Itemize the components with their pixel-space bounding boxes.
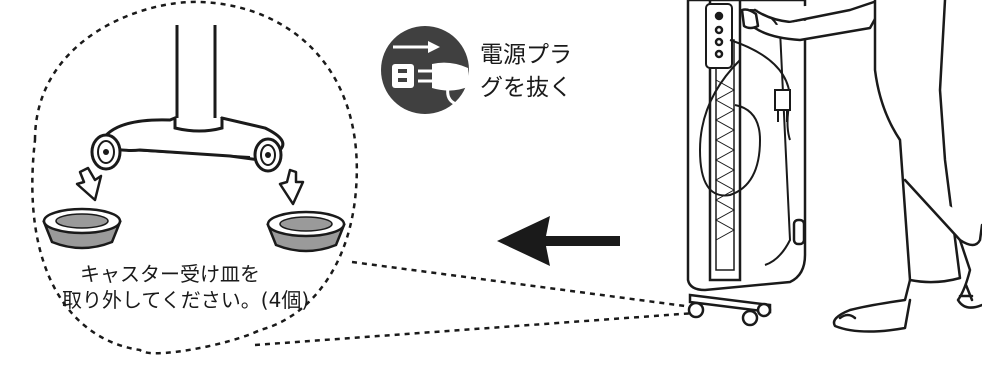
caster-instruction-line1: キャスター受け皿を bbox=[80, 262, 260, 286]
caster-wheel-left bbox=[90, 133, 122, 171]
unplug-power-plug-icon bbox=[381, 26, 470, 114]
caster-cup-icon bbox=[266, 210, 346, 253]
person-figure bbox=[740, 0, 982, 333]
magnify-dashed-circle bbox=[31, 0, 358, 355]
left-arrow-icon bbox=[497, 216, 620, 266]
down-arrow-icon bbox=[75, 166, 103, 202]
caster-base bbox=[98, 116, 285, 162]
leader-line-bottom bbox=[254, 311, 696, 347]
unplug-label-line2: グを抜く bbox=[480, 75, 572, 101]
frame-pole bbox=[175, 25, 217, 125]
caster-cup-icon bbox=[42, 207, 122, 250]
folded-bed-frame bbox=[686, 0, 807, 327]
caster-wheel-right bbox=[253, 137, 283, 173]
leader-line-top bbox=[351, 260, 701, 310]
down-arrow-icon bbox=[278, 168, 305, 206]
caster-instruction-line2: 取り外してください。(4個) bbox=[62, 288, 310, 312]
unplug-label-line1: 電源プラ bbox=[480, 42, 572, 68]
